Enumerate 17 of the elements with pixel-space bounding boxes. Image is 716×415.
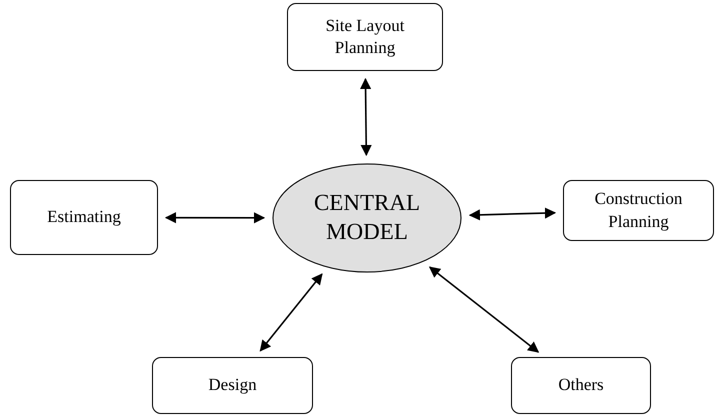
node-label: Others — [558, 374, 604, 396]
double-arrow — [468, 207, 556, 220]
central-ellipse — [272, 163, 462, 273]
double-arrow — [260, 273, 323, 352]
node-label: Design — [208, 374, 257, 396]
double-arrow — [360, 78, 372, 156]
process-box — [152, 357, 313, 414]
process-box — [10, 180, 158, 255]
node-label: Site Layout Planning — [324, 14, 406, 59]
process-box — [563, 180, 714, 241]
node-label: Construction Planning — [594, 188, 684, 233]
double-arrow — [428, 266, 540, 353]
double-arrow — [164, 212, 266, 224]
node-label: Estimating — [47, 206, 121, 228]
process-box — [287, 3, 443, 71]
node-label: CENTRAL MODEL — [312, 189, 422, 246]
process-box — [511, 357, 651, 414]
